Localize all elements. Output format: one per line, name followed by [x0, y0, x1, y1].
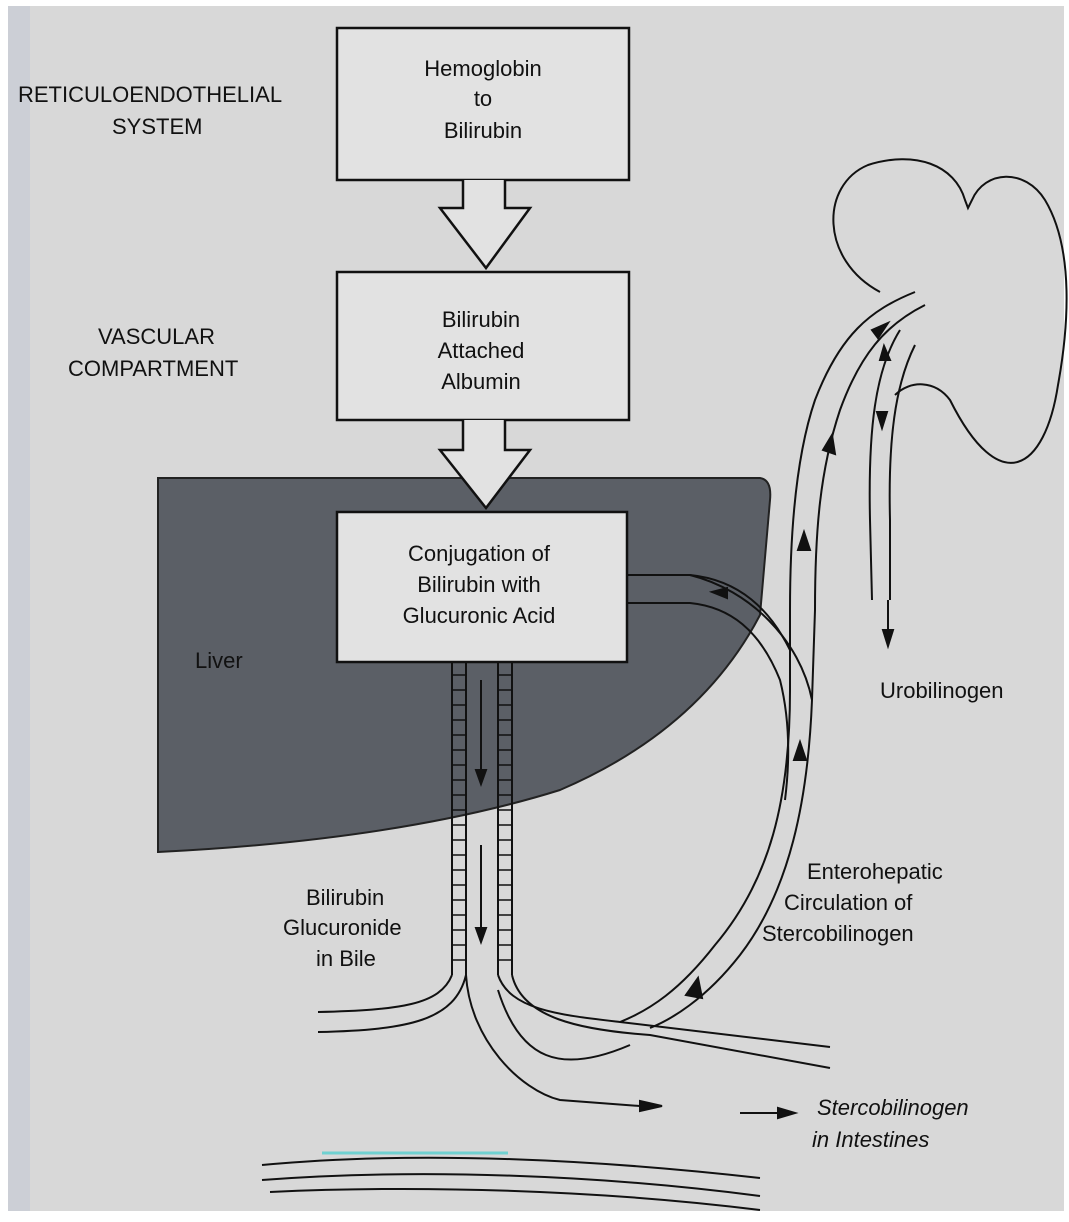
albumin-line-1: Bilirubin [442, 307, 520, 332]
conjugation-line-3: Glucuronic Acid [403, 603, 556, 628]
albumin-line-2: Attached [438, 338, 525, 363]
enterohepatic-label-1: Enterohepatic [807, 859, 943, 884]
enterohepatic-label-2: Circulation of [784, 890, 913, 915]
conjugation-box: Conjugation of Bilirubin with Glucuronic… [337, 512, 627, 662]
hemoglobin-line-2: to [474, 86, 492, 111]
intestines-label-1: Stercobilinogen [817, 1095, 969, 1120]
page-spine-shadow [8, 6, 30, 1211]
reticuloendothelial-label-2: SYSTEM [112, 114, 202, 139]
bile-label-3: in Bile [316, 946, 376, 971]
urobilinogen-label: Urobilinogen [880, 678, 1004, 703]
bile-label-1: Bilirubin [306, 885, 384, 910]
albumin-line-3: Albumin [441, 369, 520, 394]
bile-label-2: Glucuronide [283, 915, 402, 940]
intestines-label-2: in Intestines [812, 1127, 929, 1152]
hemoglobin-line-3: Bilirubin [444, 118, 522, 143]
vascular-label-2: COMPARTMENT [68, 356, 238, 381]
conjugation-line-2: Bilirubin with [417, 572, 541, 597]
liver-label: Liver [195, 648, 243, 673]
enterohepatic-label-3: Stercobilinogen [762, 921, 914, 946]
reticuloendothelial-label-1: RETICULOENDOTHELIAL [18, 82, 282, 107]
hemoglobin-box: Hemoglobin to Bilirubin [337, 28, 629, 180]
conjugation-line-1: Conjugation of [408, 541, 551, 566]
vascular-label-1: VASCULAR [98, 324, 215, 349]
albumin-box: Bilirubin Attached Albumin [337, 272, 629, 420]
hemoglobin-line-1: Hemoglobin [424, 56, 541, 81]
